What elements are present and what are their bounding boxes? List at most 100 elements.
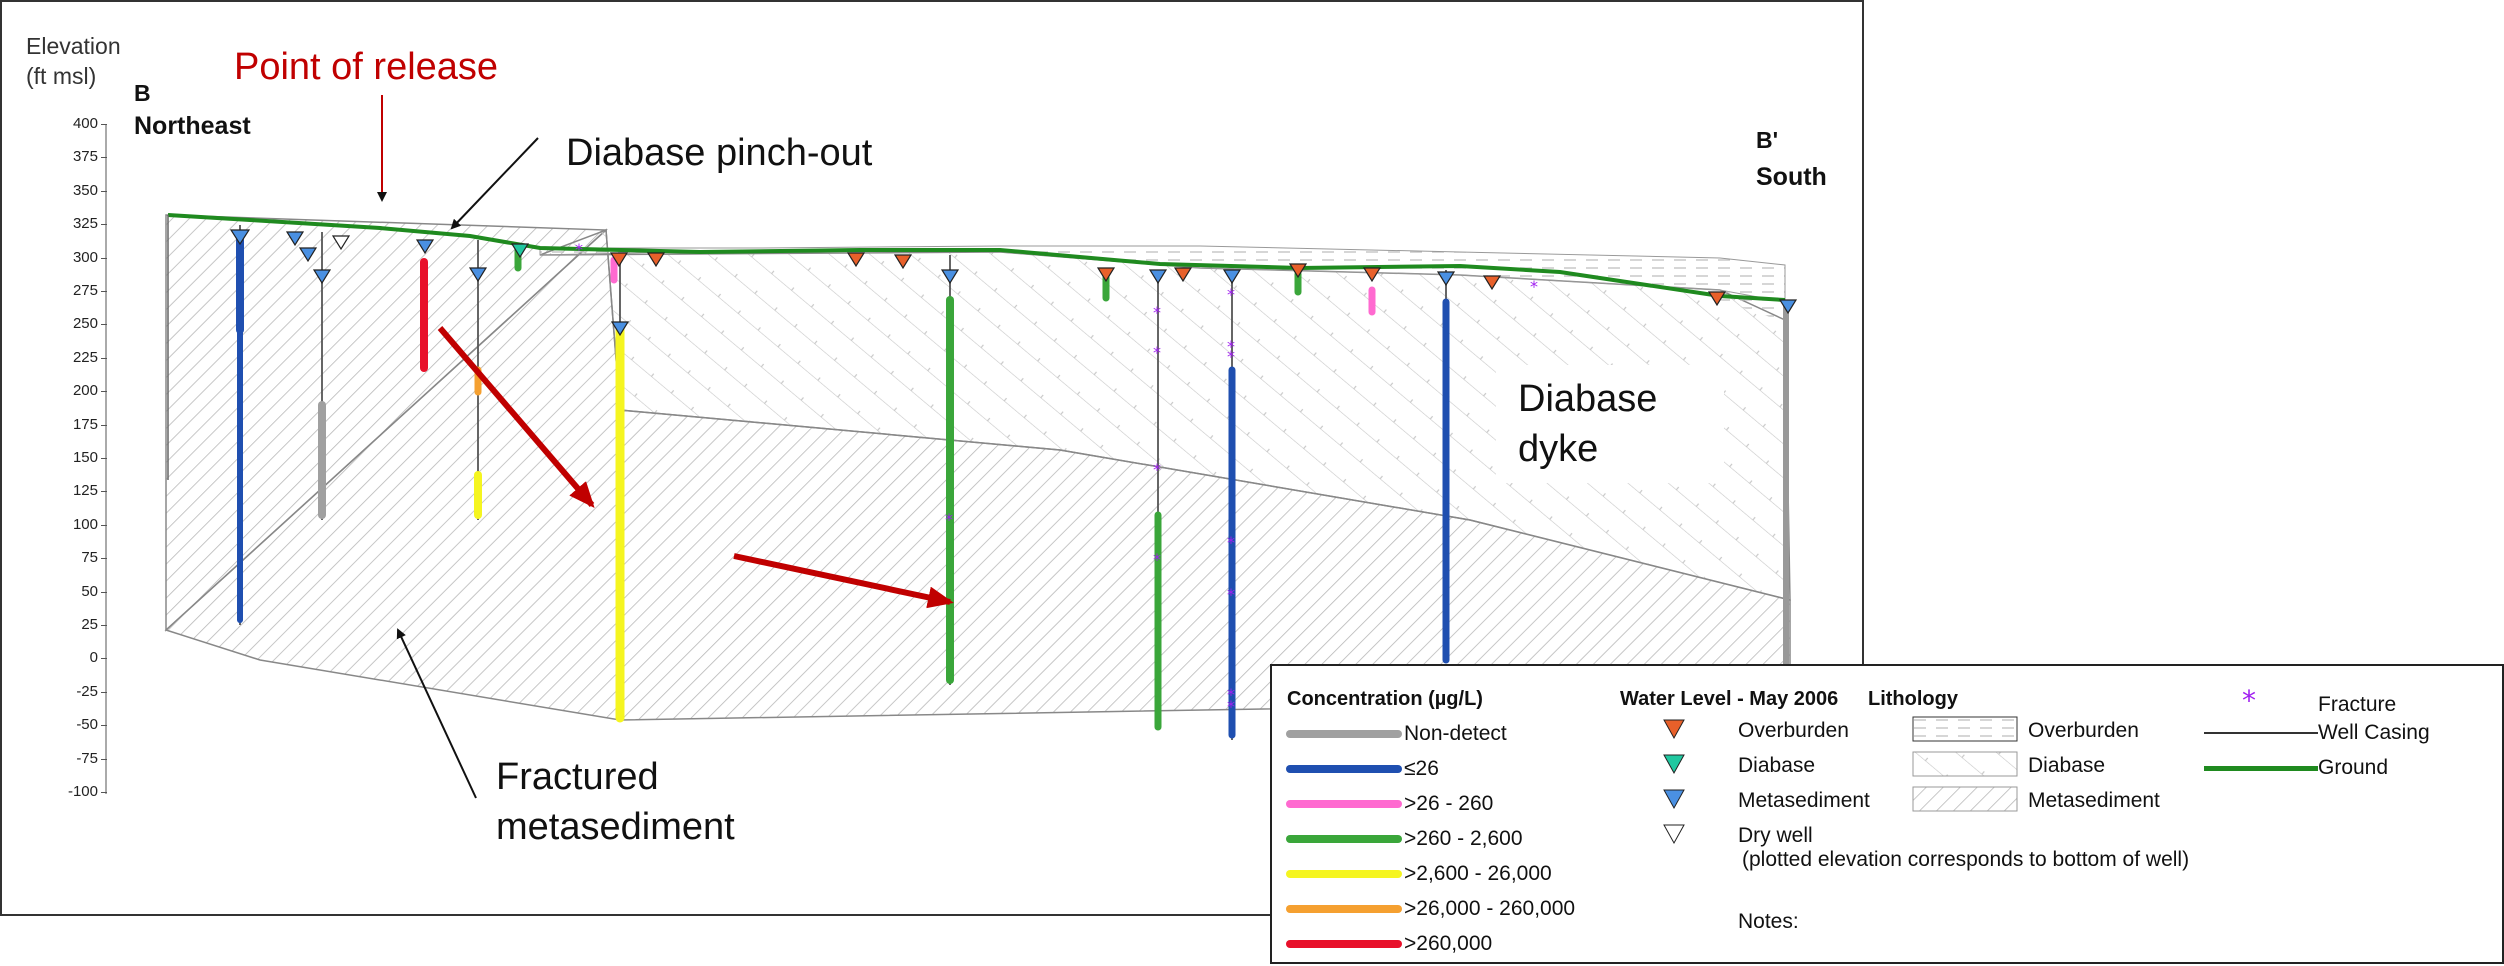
y-tick-label: 25 bbox=[81, 616, 98, 633]
y-tick-label: 175 bbox=[72, 415, 98, 433]
legend-notes: Notes: bbox=[1738, 910, 1799, 933]
y-tick-label: 375 bbox=[72, 148, 98, 166]
svg-text:*: * bbox=[1530, 277, 1538, 296]
water-level-symbols bbox=[1663, 719, 1685, 845]
concentration-label: >260,000 bbox=[1404, 932, 1493, 955]
y-tick-mark bbox=[101, 491, 107, 493]
y-tick-mark bbox=[101, 224, 107, 226]
legend-wl-metasediment: Metasediment bbox=[1738, 789, 1870, 812]
legend-wl-overburden: Overburden bbox=[1738, 719, 1849, 742]
wl-overburden-icon bbox=[1663, 719, 1685, 740]
y-tick-label: 350 bbox=[72, 181, 98, 199]
y-tick-label: 300 bbox=[72, 248, 98, 266]
legend-lithology-title: Lithology bbox=[1868, 688, 1958, 710]
svg-text:*: * bbox=[1153, 550, 1161, 569]
concentration-swatch bbox=[1286, 765, 1402, 773]
y-tick-mark bbox=[101, 357, 107, 359]
y-tick-mark bbox=[101, 725, 107, 727]
svg-text:*: * bbox=[1227, 533, 1235, 552]
y-axis-title-line2: (ft msl) bbox=[26, 63, 97, 89]
svg-text:*: * bbox=[1227, 285, 1235, 304]
section-right-direction: South bbox=[1756, 163, 1827, 191]
concentration-swatch bbox=[1286, 905, 1402, 913]
y-tick-label: 125 bbox=[72, 482, 98, 500]
wells: * * * * * * * * * * * * * * bbox=[229, 225, 1798, 740]
legend-wl-dry-note: (plotted elevation corresponds to bottom… bbox=[1742, 848, 2190, 871]
svg-text:*: * bbox=[1227, 585, 1235, 604]
y-tick-mark bbox=[101, 391, 107, 393]
y-tick-label: 75 bbox=[81, 549, 98, 567]
y-tick-mark bbox=[101, 458, 107, 459]
concentration-swatch bbox=[1286, 870, 1402, 878]
y-tick-label: -100 bbox=[67, 783, 98, 800]
legend-wl-dry: Dry well bbox=[1738, 824, 1813, 847]
fractured-metasediment-label-line1: Fractured bbox=[496, 756, 659, 798]
legend-casing: Well Casing bbox=[2318, 721, 2430, 744]
y-tick-mark bbox=[101, 691, 107, 693]
ground-surface bbox=[167, 213, 1786, 302]
y-tick-mark bbox=[101, 591, 107, 593]
svg-text:*: * bbox=[1153, 343, 1161, 362]
y-axis-title-line1: Elevation bbox=[26, 33, 121, 59]
concentration-label: >260 - 2,600 bbox=[1404, 827, 1523, 850]
legend-ground: Ground bbox=[2318, 756, 2389, 779]
lithology-swatches bbox=[1912, 716, 2018, 812]
y-tick-label: -25 bbox=[76, 682, 98, 700]
section-left-direction: Northeast bbox=[134, 112, 251, 140]
y-tick-mark bbox=[101, 524, 107, 526]
concentration-label: >2,600 - 26,000 bbox=[1404, 862, 1552, 885]
svg-text:*: * bbox=[945, 510, 953, 529]
diabase-pinchout-label: Diabase pinch-out bbox=[566, 132, 873, 174]
wl-diabase-icon bbox=[1663, 754, 1685, 775]
annotation-arrows bbox=[377, 95, 954, 799]
well-casing-line bbox=[2204, 732, 2318, 734]
y-tick-label: 0 bbox=[89, 649, 98, 667]
concentration-label: >26,000 - 260,000 bbox=[1404, 897, 1576, 920]
svg-text:*: * bbox=[1227, 685, 1235, 704]
fractured-metasediment-label-line2: metasediment bbox=[496, 806, 735, 848]
y-tick-label: 200 bbox=[72, 382, 98, 400]
diabase-dyke-label-line1: Diabase bbox=[1518, 378, 1658, 420]
y-tick-label: 100 bbox=[72, 515, 98, 533]
svg-text:*: * bbox=[1153, 303, 1161, 322]
y-tick-mark bbox=[101, 758, 107, 760]
y-tick-mark bbox=[101, 792, 107, 793]
concentration-swatch bbox=[1286, 940, 1402, 948]
y-tick-label: 400 bbox=[72, 115, 98, 132]
y-tick-label: 275 bbox=[72, 282, 98, 299]
y-tick-label: 225 bbox=[72, 348, 98, 366]
y-tick-mark bbox=[101, 625, 107, 626]
litho-diabase-swatch bbox=[1912, 751, 2018, 777]
svg-text:*: * bbox=[1227, 697, 1235, 716]
wl-dry-icon bbox=[1663, 824, 1685, 845]
fracture-icon: * bbox=[2242, 684, 2256, 717]
y-tick-mark bbox=[101, 424, 107, 426]
y-tick-label: -75 bbox=[76, 749, 98, 767]
concentration-label: Non-detect bbox=[1404, 722, 1507, 745]
concentration-swatch bbox=[1286, 730, 1402, 738]
legend-concentration-title: Concentration (µg/L) bbox=[1287, 688, 1483, 710]
flow-arrow-2 bbox=[733, 553, 954, 609]
y-tick-mark bbox=[101, 124, 107, 125]
wl-metasediment-icon bbox=[1663, 789, 1685, 810]
legend-litho-overburden: Overburden bbox=[2028, 719, 2139, 742]
svg-text:*: * bbox=[1153, 460, 1161, 479]
svg-text:*: * bbox=[1227, 337, 1235, 356]
diabase-dyke-label-line2: dyke bbox=[1518, 428, 1599, 470]
y-tick-label: 250 bbox=[72, 315, 98, 333]
concentration-label: ≤26 bbox=[1404, 757, 1439, 780]
fractured-arrow bbox=[396, 628, 477, 799]
y-tick-mark bbox=[101, 157, 107, 159]
y-tick-mark bbox=[101, 658, 107, 660]
legend-fracture: Fracture bbox=[2318, 693, 2397, 716]
y-tick-mark bbox=[101, 291, 107, 292]
y-tick-label: 150 bbox=[72, 449, 98, 466]
concentration-label: >26 - 260 bbox=[1404, 792, 1494, 815]
legend-litho-metasediment: Metasediment bbox=[2028, 789, 2160, 812]
y-tick-mark bbox=[101, 190, 107, 192]
legend-water-title: Water Level - May 2006 bbox=[1620, 688, 1839, 710]
svg-text:*: * bbox=[1227, 347, 1235, 366]
y-tick-mark bbox=[101, 558, 107, 560]
y-tick-label: 325 bbox=[72, 215, 98, 233]
